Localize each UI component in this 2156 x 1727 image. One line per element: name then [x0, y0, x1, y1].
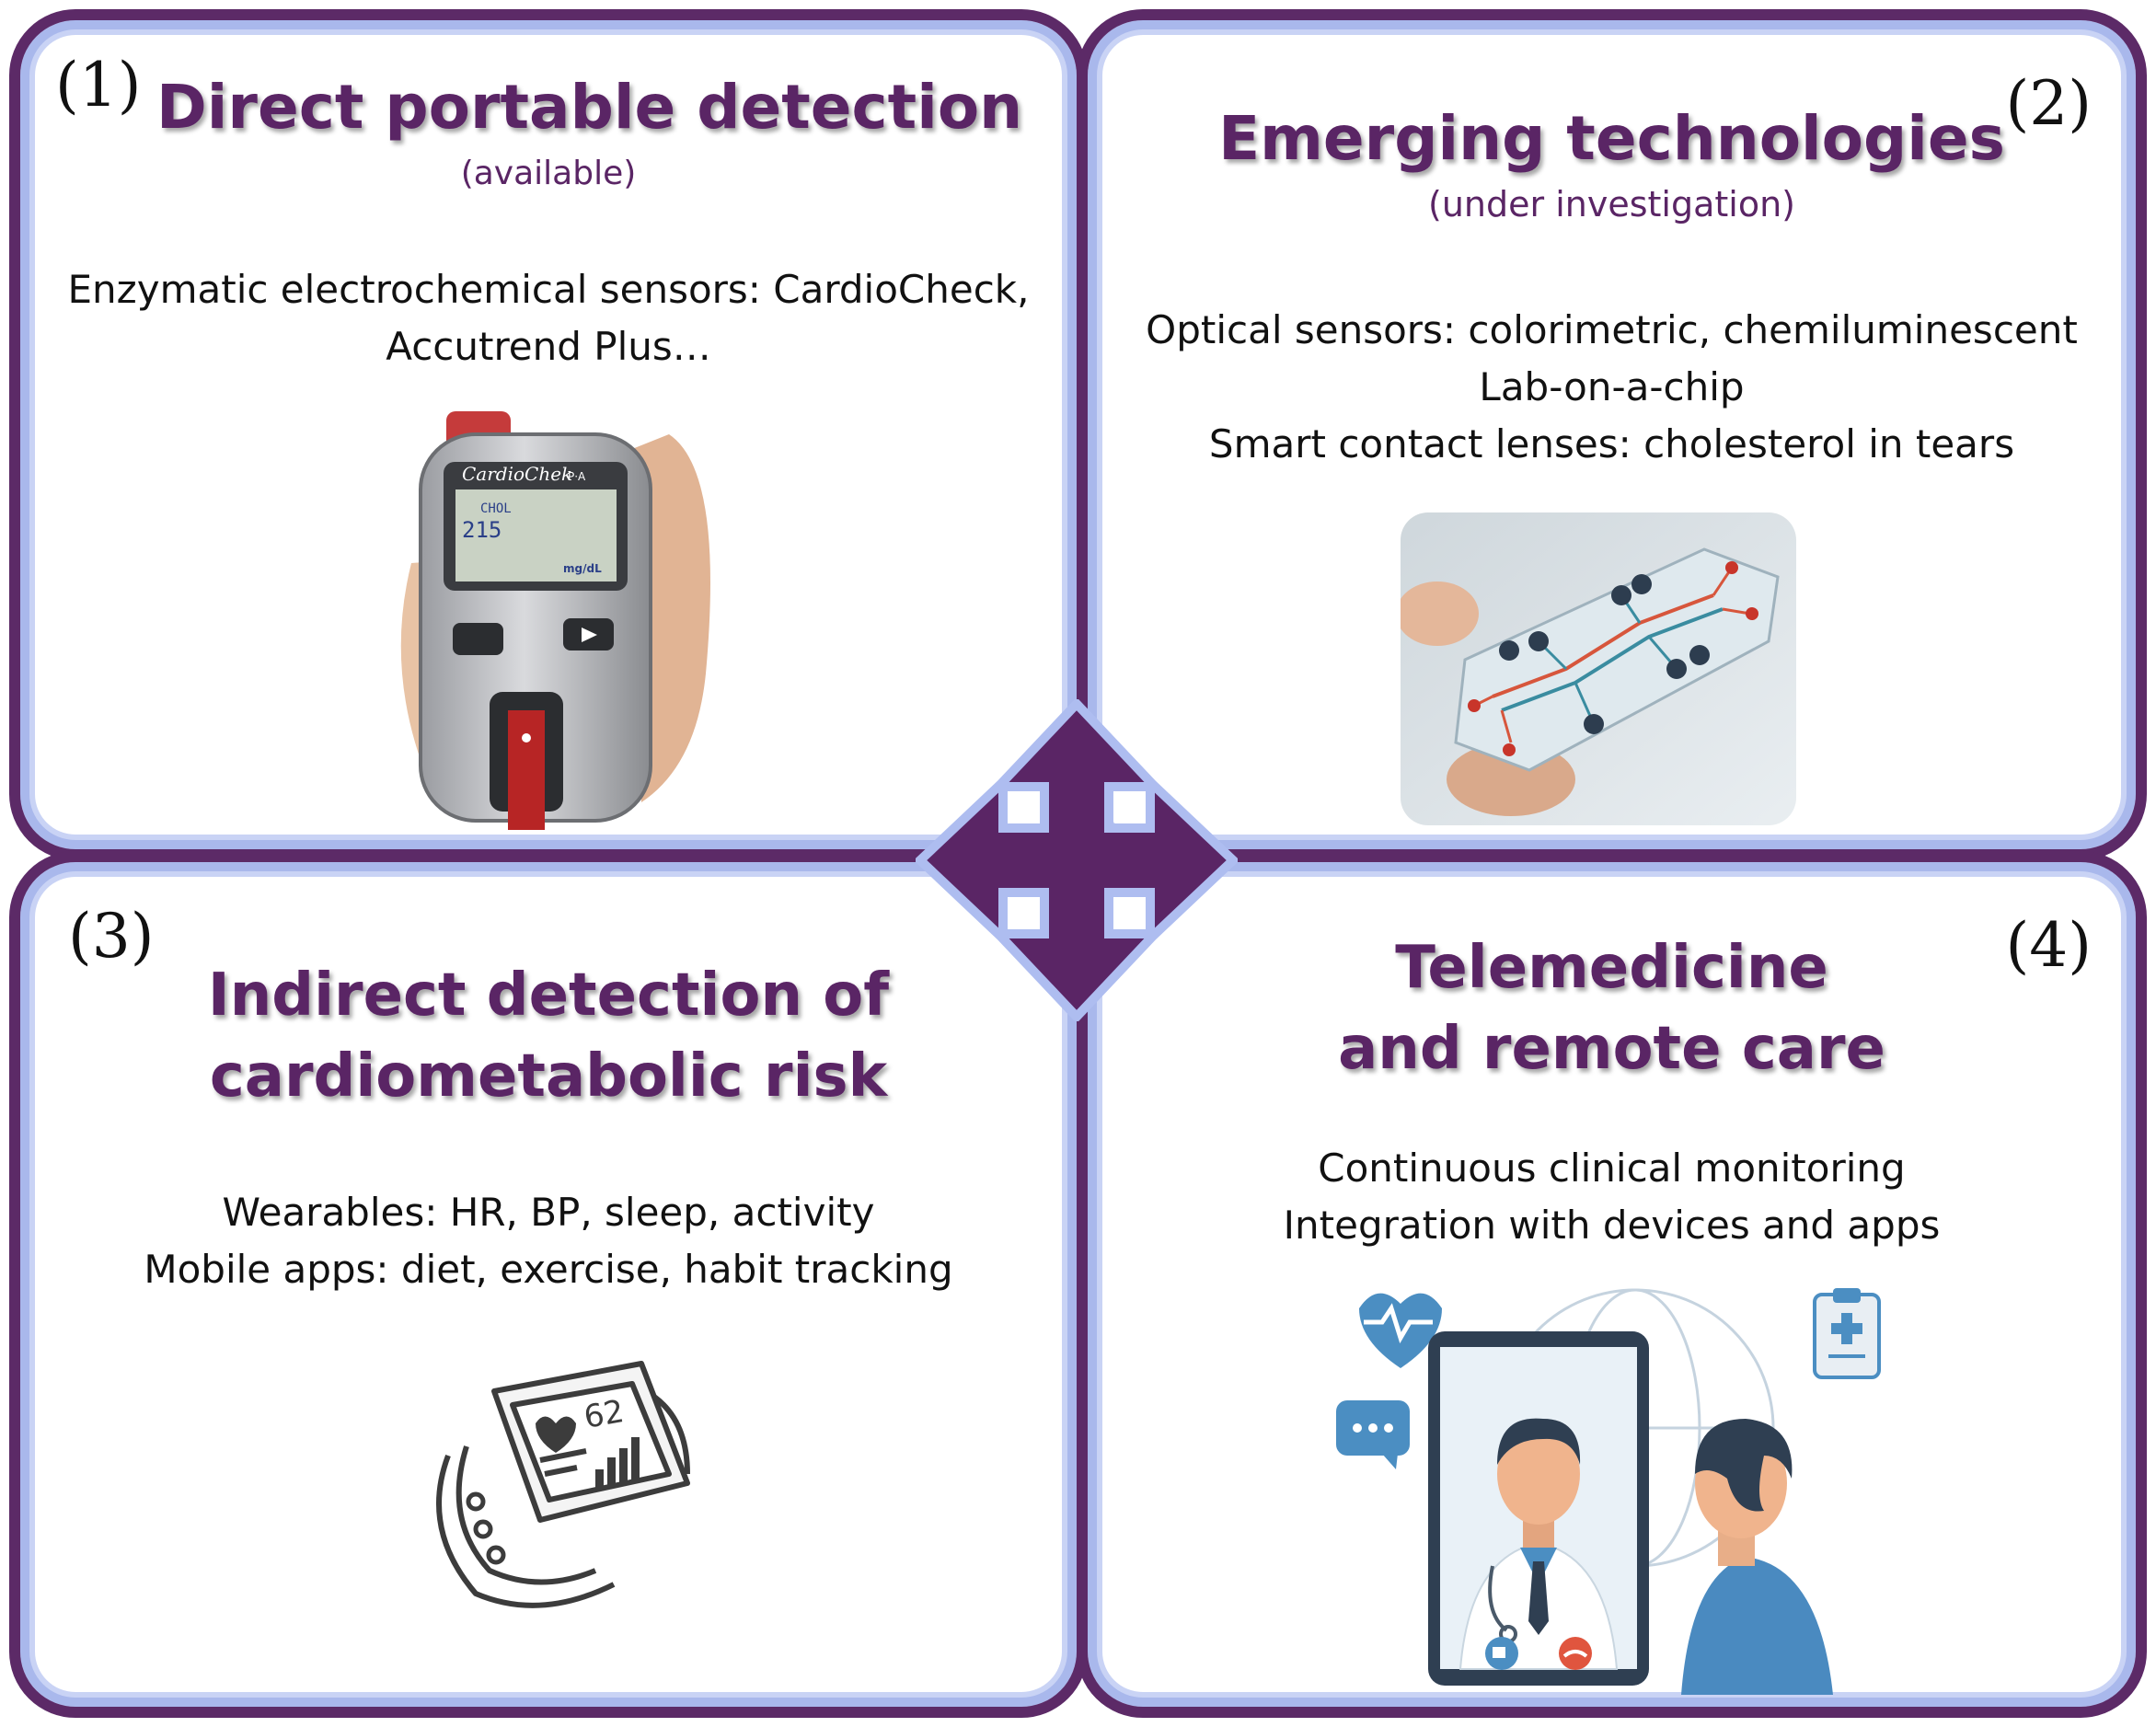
heart-rate-icon — [1359, 1293, 1442, 1368]
panel-description: Wearables: HR, BP, sleep, activity Mobil… — [20, 1184, 1077, 1298]
panel-emerging-technologies: (2) Emerging technologies (under investi… — [1077, 9, 2147, 860]
panel-title-line-2: cardiometabolic risk — [209, 1042, 888, 1111]
panel-description: Optical sensors: colorimetric, chemilumi… — [1088, 302, 2136, 473]
description-line: Mobile apps: diet, exercise, habit track… — [144, 1247, 953, 1292]
tablet-video-call — [1428, 1331, 1649, 1686]
description-line: Accutrend Plus… — [386, 324, 711, 369]
telemedicine-illustration — [1336, 1288, 1881, 1695]
panel-direct-portable-detection: (1) Direct portable detection (available… — [9, 9, 1088, 860]
four-way-arrow-icon — [916, 699, 1238, 1021]
device-unit: mg/dL — [563, 562, 602, 575]
description-line: Lab-on-a-chip — [1479, 364, 1745, 409]
heart-icon — [536, 1416, 576, 1453]
device-button-left — [453, 623, 503, 655]
description-line: Smart contact lenses: cholesterol in tea… — [1208, 421, 2015, 466]
description-line: Wearables: HR, BP, sleep, activity — [222, 1190, 875, 1235]
patient-figure — [1681, 1419, 1833, 1695]
device-model: P·A — [568, 470, 586, 483]
cholesterol-meter-image: CardioChek P·A CHOL 215 mg/dL — [400, 411, 710, 830]
device-analyte: CHOL — [480, 501, 512, 516]
panel-title-line-1: Telemedicine — [1395, 934, 1828, 1002]
panel-number: (1) — [55, 50, 142, 121]
description-line: Enzymatic electrochemical sensors: Cardi… — [67, 267, 1030, 312]
watch-heart-rate: 62 — [582, 1393, 628, 1436]
description-line: Integration with devices and apps — [1283, 1203, 1941, 1248]
chat-icon — [1336, 1400, 1410, 1469]
device-reading: 215 — [462, 517, 502, 543]
panel-telemedicine: (4) Telemedicine and remote care Continu… — [1077, 851, 2147, 1718]
panel-description: Continuous clinical monitoring Integrati… — [1088, 1140, 2136, 1254]
panel-subtitle: (under investigation) — [1428, 184, 1795, 225]
panel-indirect-detection: (3) Indirect detection of cardiometaboli… — [9, 851, 1088, 1718]
description-line: Optical sensors: colorimetric, chemilumi… — [1146, 307, 2078, 352]
description-line: Continuous clinical monitoring — [1318, 1146, 1906, 1191]
panel-description: Enzymatic electrochemical sensors: Cardi… — [20, 261, 1077, 375]
panel-number: (3) — [68, 901, 155, 972]
lab-on-a-chip-image — [1401, 512, 1796, 825]
clipboard-icon — [1813, 1288, 1881, 1379]
device-brand: CardioChek — [462, 463, 572, 485]
panel-number: (4) — [2005, 910, 2093, 981]
panel-title: Emerging technologies — [1218, 103, 2005, 174]
panel-title-line-1: Indirect detection of — [207, 961, 890, 1030]
panel-subtitle: (available) — [460, 155, 637, 192]
smartwatch-image: 62 — [436, 1361, 690, 1608]
panel-title-line-2: and remote care — [1338, 1015, 1885, 1083]
panel-number: (2) — [2005, 68, 2093, 139]
panel-title: Direct portable detection — [156, 72, 1023, 143]
